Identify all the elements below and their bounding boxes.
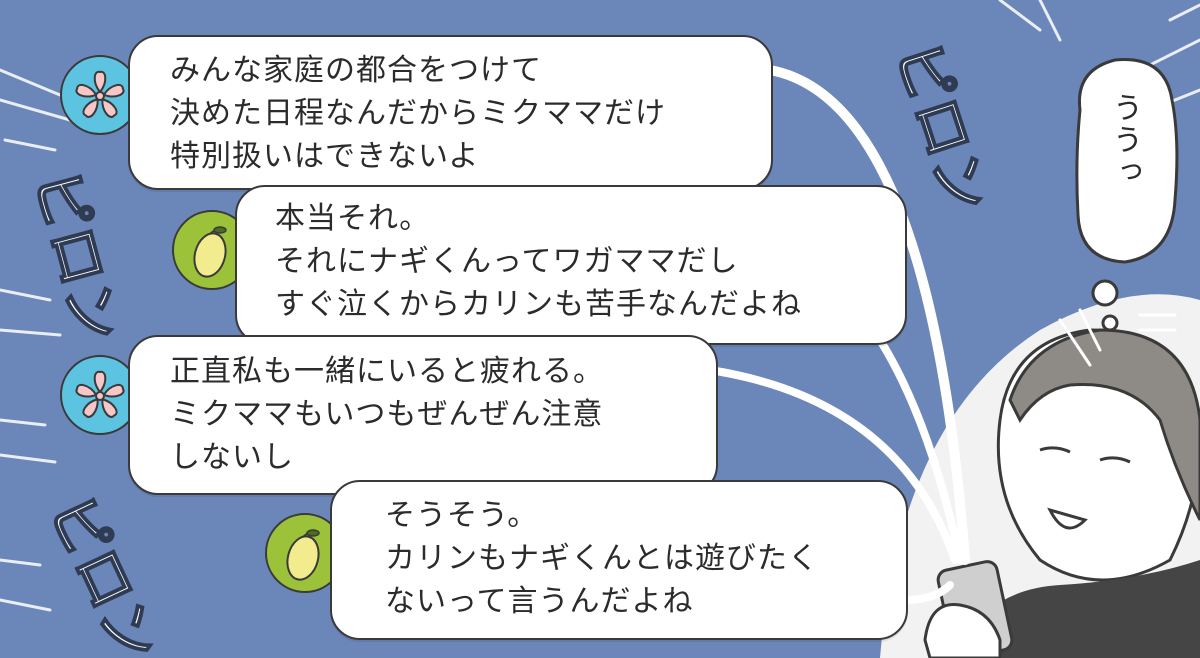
chat-bubble (235, 185, 907, 345)
message-line: それにナギくんってワガママだし (275, 244, 739, 279)
person-eye (1099, 456, 1131, 464)
person-hand (923, 602, 1002, 658)
person-body (960, 560, 1200, 658)
chat-bubble (330, 480, 908, 640)
lemon-icon (193, 226, 227, 278)
person-hair (1008, 328, 1200, 521)
bubble-tail (706, 366, 959, 564)
bubble-tail (901, 581, 954, 604)
message-line: 特別扱いはできないよ (170, 139, 480, 174)
thought-dot (1101, 314, 1119, 332)
thought-text: ううっ (1107, 92, 1142, 188)
message-line: そうそう。 (385, 498, 539, 533)
message-line: 正直私も一緒にいると疲れる。 (170, 354, 604, 389)
thought-dot (1091, 279, 1119, 307)
sakura-flower-icon (75, 370, 125, 418)
chat-bubble (128, 335, 718, 495)
chat-bubble (128, 35, 773, 190)
message-line: 本当それ。 (275, 201, 431, 236)
message-line: 決めた日程なんだからミクママだけ (170, 96, 666, 131)
lemon-icon (286, 529, 320, 581)
message-line: カリンもナギくんとは遊びたく (385, 541, 819, 576)
message-line: みんな家庭の都合をつけて (170, 53, 542, 88)
message-line: しないし (170, 440, 294, 475)
sakura-avatar (60, 55, 140, 135)
stress-marks (1058, 308, 1177, 367)
sakura-flower-icon (75, 70, 125, 118)
message-line: ないって言うんだよね (385, 584, 694, 619)
person-eye (1039, 446, 1071, 454)
message-line: ミクママもいつもぜんぜん注意 (170, 397, 604, 432)
bubble-tail (876, 336, 964, 564)
sakura-avatar (60, 355, 140, 435)
message-line: すぐ泣くからカリンも苦手なんだよね (275, 287, 802, 322)
thought-cloud (1075, 58, 1179, 264)
person-mouth (1047, 507, 1088, 530)
